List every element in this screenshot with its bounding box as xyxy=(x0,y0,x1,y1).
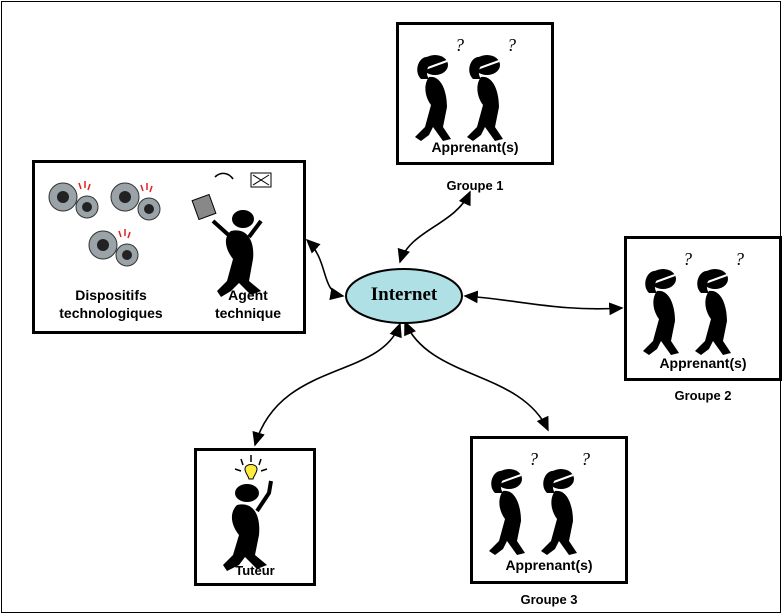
thinking-person-icon: ? ? xyxy=(643,249,744,355)
group2-box-label: Apprenant(s) xyxy=(659,355,747,371)
svg-text:?: ? xyxy=(683,249,692,269)
connector-group1 xyxy=(397,190,471,264)
tech-right-label-2: technique xyxy=(214,305,282,321)
svg-text:?: ? xyxy=(735,249,744,269)
group3-box-label: Apprenant(s) xyxy=(505,557,593,573)
group3-caption: Groupe 3 xyxy=(520,592,578,607)
gears-icon xyxy=(48,181,161,267)
connector-tutor xyxy=(252,322,402,447)
group2-caption: Groupe 2 xyxy=(674,388,732,403)
connector-group2 xyxy=(463,290,624,316)
tutor-label: Tuteur xyxy=(235,563,275,578)
thinking-person-icon: ? ? xyxy=(415,35,516,141)
tech-left-label-1: Dispositifs xyxy=(75,287,147,303)
tech-right-label-1: Agent xyxy=(228,287,268,303)
svg-text:?: ? xyxy=(529,449,538,469)
learner-box-group2: ? ? Apprenant(s) xyxy=(624,236,782,381)
tech-box: Dispositifs technologiques Agent techniq… xyxy=(32,160,306,334)
juggling-person-icon xyxy=(191,172,272,297)
group1-box-label: Apprenant(s) xyxy=(431,139,519,155)
tech-left-label-2: technologiques xyxy=(59,305,163,321)
connector-group3 xyxy=(404,320,549,432)
internet-ellipse xyxy=(345,268,463,324)
idea-person-icon xyxy=(223,455,273,571)
group1-caption: Groupe 1 xyxy=(446,178,504,193)
svg-text:?: ? xyxy=(581,449,590,469)
learner-box-group1: ? ? Apprenant(s) xyxy=(396,22,554,165)
thinking-person-icon: ? ? xyxy=(489,449,590,555)
learner-box-group3: ? ? Apprenant(s) xyxy=(470,436,628,584)
svg-text:?: ? xyxy=(507,35,516,55)
tutor-box: Tuteur xyxy=(194,448,316,586)
svg-text:?: ? xyxy=(455,35,464,55)
connector-tech xyxy=(305,238,345,301)
internet-label: Internet xyxy=(370,284,438,305)
